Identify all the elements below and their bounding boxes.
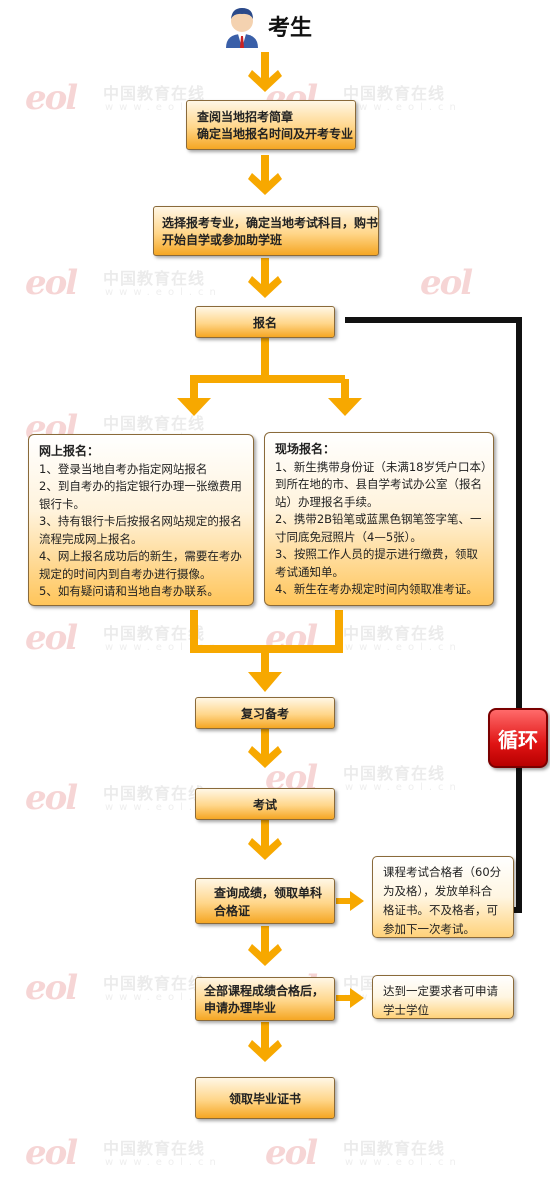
step-text: 考试: [252, 797, 277, 812]
step-check-score: 查询成绩，领取单科 合格证: [195, 878, 335, 924]
panel-line: 3、持有银行卡后按报名网站规定的报名: [39, 514, 242, 528]
panel-line: 考试通知单。: [275, 564, 344, 579]
note-bachelor-degree: 达到一定要求者可申请 学士学位: [372, 975, 514, 1019]
step-text: 合格证: [214, 904, 251, 918]
step-apply-graduation: 全部课程成绩合格后， 申请办理毕业: [195, 977, 335, 1021]
step-exam: 考试: [195, 788, 335, 820]
arrow-right: [336, 891, 364, 1008]
arrow-down: [248, 52, 282, 92]
note-line: 达到一定要求者可申请: [383, 984, 498, 998]
note-line: 学士学位: [383, 1003, 429, 1017]
step-choose-major: 选择报考专业，确定当地考试科目，购书 开始自学或参加助学班: [153, 206, 379, 256]
split-connector: [177, 337, 362, 416]
panel-line: 1、新生携带身份证（未满18岁凭户口本）: [275, 459, 493, 474]
note-line: 课程考试合格者（60分: [383, 865, 502, 879]
step-text: 查询成绩，领取单科: [214, 886, 323, 900]
panel-line: 4、网上报名成功后的新生，需要在考办: [39, 549, 242, 563]
panel-line: 2、到自考办的指定银行办理一张缴费用: [39, 479, 242, 493]
panel-line: 站）办理报名手续。: [275, 494, 379, 509]
online-registration-panel: 网上报名： 1、登录当地自考办指定网站报名 2、到自考办的指定银行办理一张缴费用…: [28, 434, 254, 606]
step-register: 报名: [195, 306, 335, 338]
arrow-down: [248, 1022, 282, 1062]
onsite-registration-panel: 现场报名： 1、新生携带身份证（未满18岁凭户口本） 到所在地的市、县自学考试办…: [264, 432, 494, 606]
note-line: 参加下一次考试。: [383, 922, 475, 936]
step-text: 复习备考: [240, 706, 289, 721]
step-text: 报名: [252, 315, 277, 330]
panel-line: 银行卡。: [39, 496, 85, 511]
step-text: 选择报考专业，确定当地考试科目，购书: [162, 216, 379, 230]
arrow-down: [248, 155, 282, 195]
page-title: 考生: [268, 16, 313, 41]
person-icon: [222, 4, 262, 48]
panel-header: 网上报名：: [39, 444, 100, 458]
loop-line: [345, 317, 522, 913]
arrow-down: [248, 258, 282, 298]
step-text: 确定当地报名时间及开考专业: [197, 127, 354, 141]
panel-line: 规定的时间内到自考办进行摄像。: [39, 566, 212, 581]
step-check-guide: 查阅当地招考简章 确定当地报名时间及开考专业: [186, 100, 356, 150]
arrow-down: [248, 728, 282, 768]
panel-header: 现场报名：: [275, 442, 336, 456]
step-text: 申请办理毕业: [204, 1001, 277, 1015]
panel-line: 到所在地的市、县自学考试办公室（报名: [275, 477, 482, 491]
step-review: 复习备考: [195, 697, 335, 729]
panel-line: 5、如有疑问请和当地自考办联系。: [39, 584, 219, 598]
panel-line: 2、携带2B铅笔或蓝黑色钢笔签字笔、一: [275, 512, 482, 526]
arrow-down: [248, 820, 282, 860]
step-text: 查阅当地招考简章: [197, 110, 294, 124]
panel-line: 3、按照工作人员的提示进行缴费，领取: [275, 547, 478, 561]
note-single-subject: 课程考试合格者（60分 为及格），发放单科合 格证书。不及格者，可 参加下一次考…: [372, 856, 514, 938]
step-get-diploma: 领取毕业证书: [195, 1077, 335, 1119]
panel-line: 流程完成网上报名。: [39, 531, 143, 546]
note-line: 格证书。不及格者，可: [383, 903, 498, 917]
step-text: 全部课程成绩合格后，: [204, 984, 325, 998]
merge-connector: [190, 610, 343, 692]
step-text: 领取毕业证书: [228, 1091, 301, 1106]
step-text: 开始自学或参加助学班: [162, 233, 283, 247]
loop-badge: 循环: [488, 708, 548, 768]
panel-line: 寸同底免冠照片（4—5张）。: [275, 529, 422, 544]
panel-line: 1、登录当地自考办指定网站报名: [39, 461, 208, 476]
panel-line: 4、新生在考办规定时间内领取准考证。: [275, 582, 478, 596]
note-line: 为及格），发放单科合: [383, 884, 493, 898]
arrow-down: [248, 926, 282, 966]
